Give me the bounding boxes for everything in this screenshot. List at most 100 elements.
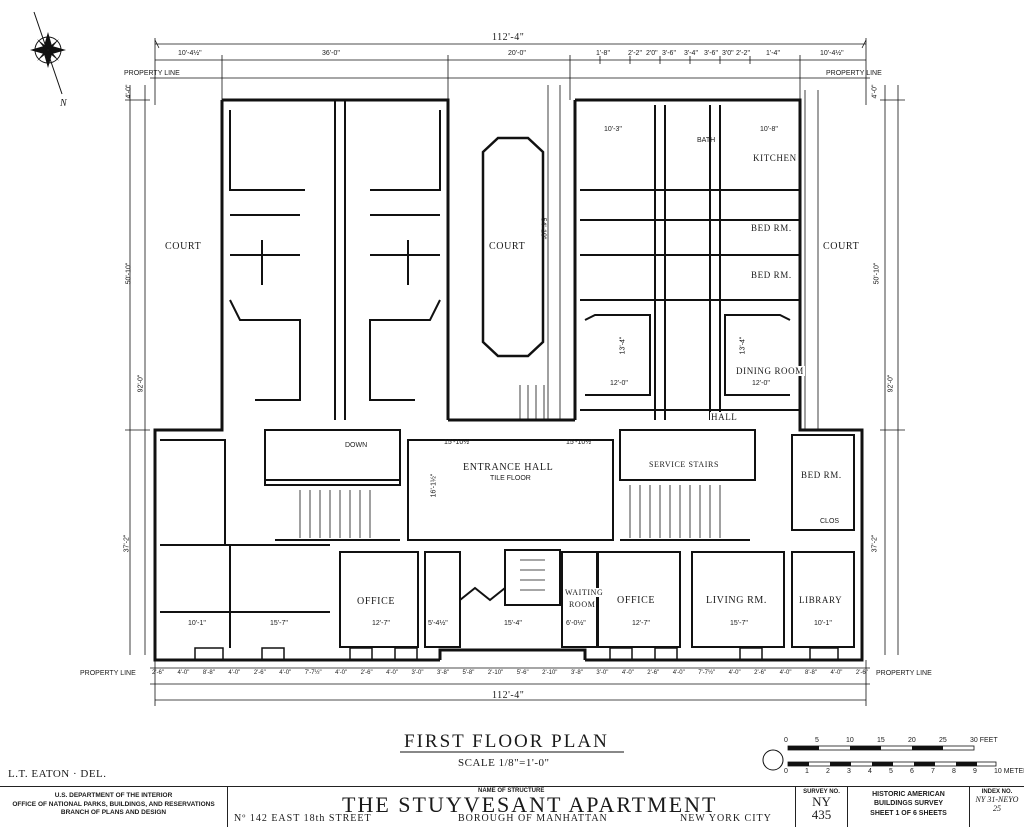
dim-room: 10'-1" [188, 620, 206, 627]
dim-bottom-segment: 4'-0" [672, 670, 685, 676]
bath-label: BATH [697, 137, 716, 144]
scale-tick-label: 0 [784, 768, 788, 775]
dim-bottom-segment: 2'-10" [542, 670, 558, 676]
plan-scale: SCALE 1/8"=1'-0" [458, 757, 550, 769]
index-caption: INDEX NO. [981, 789, 1013, 795]
agency-line: OFFICE OF NATIONAL PARKS, BUILDINGS, AND… [12, 800, 215, 808]
dim-room: 13'-4" [619, 336, 627, 355]
dim-top-segment: 1'-4" [766, 50, 780, 57]
scale-tick-label: 15 [877, 737, 885, 744]
bed-room-label: BED RM. [800, 470, 843, 480]
scale-tick-label: 5 [815, 737, 819, 744]
habs-line: HISTORIC AMERICAN [872, 791, 945, 798]
dim-left-depth-lower: 37'-2" [123, 534, 131, 553]
dim-bottom-segment: 2'-6" [152, 670, 164, 676]
tile-floor-label: TILE FLOOR [490, 475, 531, 482]
dim-room: 10'-8" [760, 126, 778, 133]
dim-room: 6'-0½" [566, 620, 586, 627]
dim-room: 15'-10½" [566, 439, 594, 446]
dim-bottom-segment: 4'-0" [177, 670, 190, 676]
scale-tick-label: 2 [826, 768, 830, 775]
dim-bottom-segment: 3'-0" [411, 670, 424, 676]
compass-rose-icon [30, 11, 66, 95]
dim-top-segment: 2'-2" [736, 50, 750, 57]
closet-label: CLOS [820, 518, 840, 525]
agency-cell: U.S. DEPARTMENT OF THE INTERIOR OFFICE O… [0, 787, 228, 827]
index-cell: INDEX NO. NY 31-NEYO 25 [970, 787, 1024, 827]
dim-top-segment: 3'-4" [684, 50, 698, 57]
agency-line: U.S. DEPARTMENT OF THE INTERIOR [54, 792, 173, 799]
dim-room: 16'-1½" [430, 473, 438, 498]
survey-caption: SURVEY NO. [803, 789, 840, 795]
dim-top-segment: 10'-4½" [820, 50, 844, 57]
dim-top-segment: 2'0" [646, 50, 658, 57]
dim-top-segment: 36'-0" [322, 50, 340, 57]
dim-right-depth-upper: 50'-10" [873, 262, 881, 285]
borough: BOROUGH OF MANHATTAN [458, 813, 608, 824]
dim-bottom-segment: 4'-0" [279, 670, 292, 676]
property-line-label: PROPERTY LINE [876, 670, 932, 677]
central-court [481, 136, 545, 358]
dim-right-depth-lower: 37'-2" [871, 534, 879, 553]
dim-room: 12'-7" [632, 620, 650, 627]
dim-bottom-segment: 7'-7½" [698, 670, 716, 676]
scale-tick-label: 6 [910, 768, 914, 775]
dim-bottom-segment: 3'-8" [436, 670, 449, 676]
city: NEW YORK CITY [680, 813, 772, 824]
dim-bottom-segment: 2'-6" [855, 670, 868, 676]
scale-tick-label: 10 [846, 737, 854, 744]
service-stairs-label: SERVICE STAIRS [648, 460, 721, 469]
court-left-label: COURT [164, 241, 203, 252]
waiting-room-label: WAITING [564, 588, 605, 597]
dim-left-depth-upper: 50'-10" [125, 262, 133, 285]
dim-top-segment: 3'0" [722, 50, 734, 57]
dim-top-segment: 3'-6" [662, 50, 676, 57]
scale-tick-label: 25 [939, 737, 947, 744]
north-label: N [60, 98, 68, 109]
scale-tick-label: 1 [805, 768, 809, 775]
dim-bottom-segment: 5'-6" [516, 670, 529, 676]
office-label: OFFICE [616, 595, 657, 606]
dim-bottom-overall: 112'-4" [492, 690, 525, 701]
address: Nº 142 EAST 18th STREET [234, 813, 372, 824]
survey-cell: SURVEY NO. NY 435 [796, 787, 848, 827]
index-value: NY 31-NEYO 25 [975, 795, 1019, 813]
title-block: U.S. DEPARTMENT OF THE INTERIOR OFFICE O… [0, 786, 1024, 827]
dim-top-segment: 3'-6" [704, 50, 718, 57]
dim-bottom-segment: 2'-6" [754, 670, 767, 676]
down-label: DOWN [345, 442, 368, 449]
dim-top-segment: 2'-2" [628, 50, 642, 57]
bed-room-label: BED RM. [750, 270, 793, 280]
scale-tick-label: 30 FEET [970, 737, 998, 744]
dim-bottom-segment: 4'-0" [728, 670, 741, 676]
dim-room: 12'-0" [752, 380, 770, 387]
dim-bottom-segment: 2'-6" [253, 670, 266, 676]
survey-state: NY [812, 794, 831, 809]
dim-bottom-segment: 2'-6" [360, 670, 373, 676]
scale-tick-label: 4 [868, 768, 872, 775]
office-label: OFFICE [356, 596, 397, 607]
living-room-label: LIVING RM. [705, 595, 768, 606]
dim-bottom-segment: 3'-0" [596, 670, 609, 676]
library-label: LIBRARY [798, 595, 844, 605]
dim-overall-width: 112'-4" [492, 32, 525, 43]
scale-tick-label: 10 METERS [994, 768, 1024, 775]
dim-room: 10'-3" [604, 126, 622, 133]
habs-line: BUILDINGS SURVEY [873, 799, 944, 807]
dim-room: 12'-0" [610, 380, 628, 387]
scale-tick-label: 9 [973, 768, 977, 775]
dim-top-segment: 10'-4½" [178, 50, 202, 57]
dim-room: 15'-10½" [444, 439, 472, 446]
kitchen-label: KITCHEN [752, 153, 798, 163]
hall-label: HALL [710, 412, 739, 422]
dim-room: 12'-7" [372, 620, 390, 627]
name-caption: NAME OF STRUCTURE [478, 788, 545, 794]
structure-cell: NAME OF STRUCTURE THE STUYVESANT APARTME… [228, 787, 796, 827]
structure-name: THE STUYVESANT APARTMENT [342, 792, 718, 817]
dim-bottom-segment: 2'-6" [647, 670, 660, 676]
court-right-label: COURT [822, 241, 861, 252]
dim-bottom-segment: 7'-7½" [304, 670, 322, 676]
dim-room: 15'-4" [504, 620, 522, 627]
